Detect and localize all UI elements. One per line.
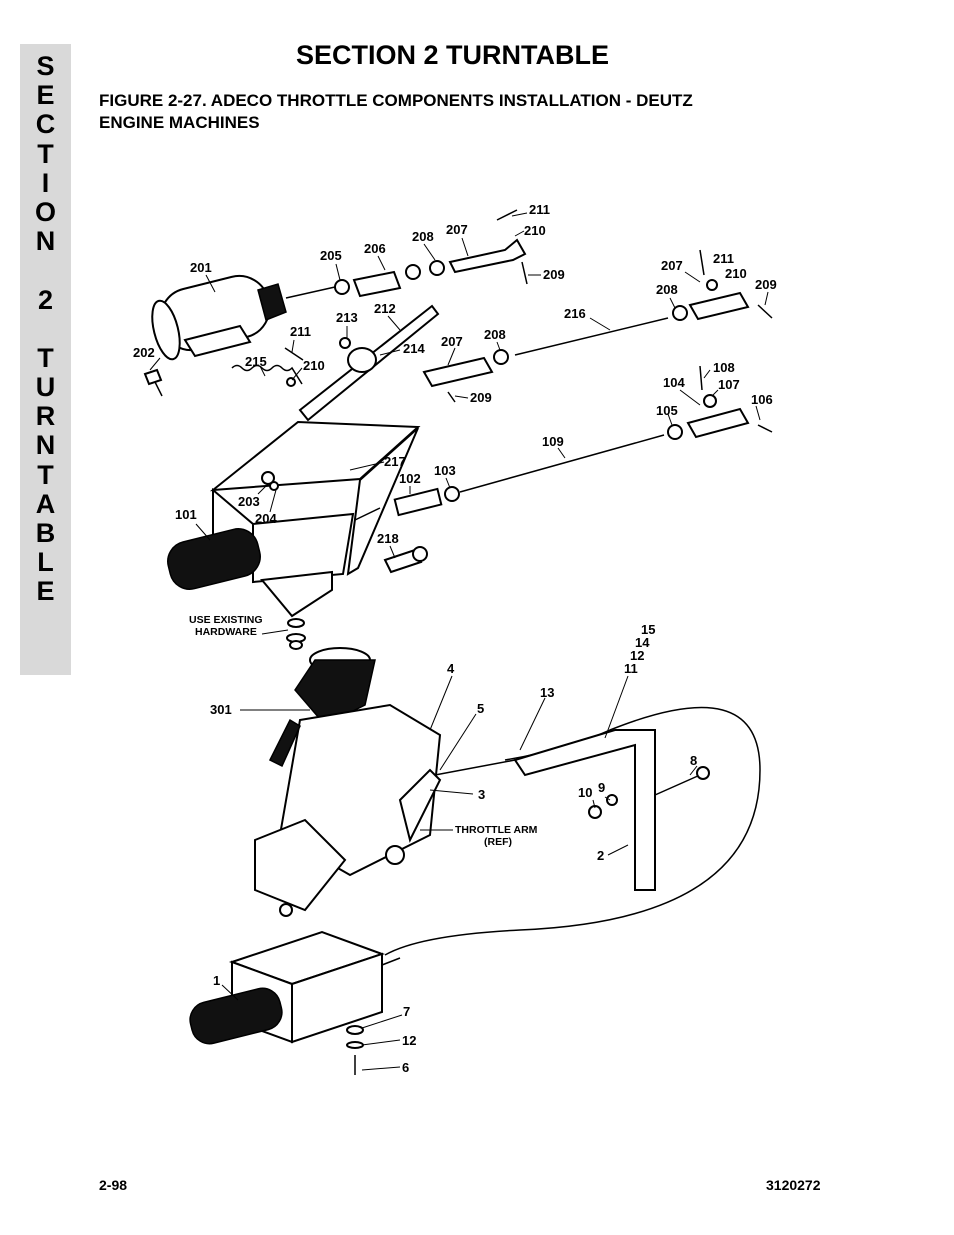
section-side-tab <box>20 44 71 675</box>
callout-labels: 211 210 207 208 206 205 201 209 211 207 … <box>133 202 777 1075</box>
callout-109: 109 <box>542 434 564 449</box>
callout-203: 203 <box>238 494 260 509</box>
side-letter: S <box>36 51 55 81</box>
callout-214: 214 <box>403 341 425 356</box>
callout-209: 209 <box>543 267 565 282</box>
callout-14: 14 <box>635 635 650 650</box>
side-letter: E <box>36 80 55 111</box>
callout-212: 212 <box>374 301 396 316</box>
callout-6: 6 <box>402 1060 409 1075</box>
callout-216: 216 <box>564 306 586 321</box>
section-title: SECTION 2 TURNTABLE <box>296 40 610 70</box>
callout-106: 106 <box>751 392 773 407</box>
side-letter: L <box>37 547 54 578</box>
side-letter: C <box>35 109 56 140</box>
callout-8: 8 <box>690 753 697 768</box>
callout-12: 12 <box>630 648 644 663</box>
callout-207: 207 <box>446 222 468 237</box>
callout-9: 9 <box>598 780 605 795</box>
callout-108: 108 <box>713 360 735 375</box>
note-ref: (REF) <box>484 836 512 848</box>
callout-213: 213 <box>336 310 358 325</box>
actuator-101 <box>167 528 261 590</box>
callout-3: 3 <box>478 787 485 802</box>
callout-205: 205 <box>320 248 342 263</box>
note-hardware: HARDWARE <box>195 626 257 638</box>
callout-208: 208 <box>484 327 506 342</box>
callout-201: 201 <box>190 260 212 275</box>
side-letter: O <box>34 196 56 227</box>
side-letter: N <box>35 430 56 461</box>
callout-7: 7 <box>403 1004 410 1019</box>
callout-1: 1 <box>213 973 220 988</box>
lower-throttle-assembly <box>189 647 761 1075</box>
callout-11: 11 <box>624 661 638 676</box>
side-tab-letters: S E C T I O N 2 T U R N T A B L E <box>20 51 71 607</box>
callout-211: 211 <box>713 251 734 266</box>
upper-throttle-assembly <box>143 209 773 650</box>
callout-210: 210 <box>725 266 747 281</box>
page-number: 2-98 <box>99 1177 128 1193</box>
diagram-notes: USE EXISTING HARDWARE THROTTLE ARM (REF) <box>189 614 538 848</box>
side-letter: T <box>37 459 54 490</box>
side-letter: 2 <box>37 284 54 315</box>
callout-202: 202 <box>133 345 155 360</box>
callout-101: 101 <box>175 507 197 522</box>
side-letter: I <box>41 167 50 198</box>
side-letter: U <box>35 372 56 403</box>
side-letter: B <box>35 518 56 548</box>
callout-209: 209 <box>755 277 777 292</box>
callout-5: 5 <box>477 701 484 716</box>
callout-102: 102 <box>399 471 421 486</box>
side-letter: R <box>35 401 56 432</box>
side-letter: A <box>35 488 56 519</box>
callout-105: 105 <box>656 403 678 418</box>
callout-211: 211 <box>290 324 311 339</box>
callout-103: 103 <box>434 463 456 478</box>
callout-207: 207 <box>661 258 683 273</box>
callout-206: 206 <box>364 241 386 256</box>
callout-209: 209 <box>470 390 492 405</box>
callout-107: 107 <box>718 377 740 392</box>
callout-208: 208 <box>412 229 434 244</box>
callout-15: 15 <box>641 622 655 637</box>
callout-210: 210 <box>303 358 325 373</box>
callout-2: 2 <box>597 848 604 863</box>
callout-204: 204 <box>255 511 277 526</box>
callout-215: 215 <box>245 354 267 369</box>
callout-12: 12 <box>402 1033 416 1048</box>
callout-218: 218 <box>377 531 399 546</box>
callout-4: 4 <box>447 661 455 676</box>
solenoid-201 <box>151 274 336 361</box>
note-throttle-arm: THROTTLE ARM <box>455 824 538 836</box>
side-letter: T <box>37 342 54 373</box>
note-use-existing: USE EXISTING <box>189 614 263 626</box>
callout-104: 104 <box>663 375 685 390</box>
bracket-217 <box>209 420 421 618</box>
figure-caption: FIGURE 2-27. ADECO THROTTLE COMPONENTS I… <box>99 90 799 134</box>
callout-208: 208 <box>656 282 678 297</box>
figure-caption-line-2: ENGINE MACHINES <box>99 113 260 132</box>
linkage-parts <box>143 209 773 517</box>
callout-211: 211 <box>529 202 550 217</box>
document-number: 3120272 <box>766 1177 821 1193</box>
callout-13: 13 <box>540 685 554 700</box>
side-letter: E <box>36 576 55 607</box>
callout-10: 10 <box>578 785 592 800</box>
callout-207: 207 <box>441 334 463 349</box>
side-letter: T <box>37 138 54 169</box>
leader-lines <box>149 212 769 1071</box>
figure-caption-line-1: FIGURE 2-27. ADECO THROTTLE COMPONENTS I… <box>99 91 693 110</box>
callout-301: 301 <box>210 702 232 717</box>
callout-210: 210 <box>524 223 546 238</box>
callout-217: 217 <box>384 454 406 469</box>
side-letter: N <box>35 226 56 257</box>
